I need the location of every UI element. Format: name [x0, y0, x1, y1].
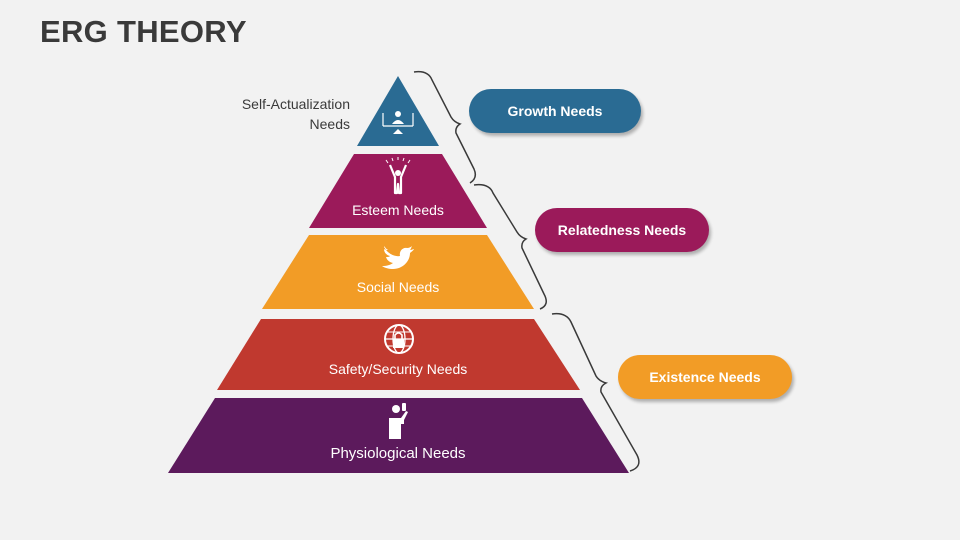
celebrating-person-icon: [385, 157, 411, 195]
pyramid-level-social: [262, 235, 534, 309]
relatedness-needs-pill: Relatedness Needs: [535, 208, 709, 252]
page-title: ERG THEORY: [40, 14, 247, 49]
safety-label: Safety/Security Needs: [329, 361, 468, 377]
physiological-label: Physiological Needs: [330, 445, 465, 462]
social-label: Social Needs: [357, 279, 440, 295]
brace-growth: [413, 70, 477, 184]
presenter-icon: [382, 111, 414, 134]
brace-relatedness: [473, 183, 547, 310]
self-actualization-label-line1: Self-Actualization: [242, 96, 350, 112]
globe-lock-icon: [384, 324, 414, 354]
existence-needs-pill: Existence Needs: [618, 355, 792, 399]
esteem-label: Esteem Needs: [352, 202, 444, 218]
growth-needs-label: Growth Needs: [507, 103, 603, 119]
pyramid-level-safety: [217, 319, 580, 390]
drinking-person-icon: [389, 403, 408, 439]
growth-needs-pill: Growth Needs: [469, 89, 641, 133]
relatedness-needs-label: Relatedness Needs: [557, 222, 687, 238]
self-actualization-label-line2: Needs: [310, 116, 350, 132]
existence-needs-label: Existence Needs: [649, 369, 761, 385]
bird-icon: [382, 246, 414, 269]
brace-existence: [551, 312, 640, 472]
